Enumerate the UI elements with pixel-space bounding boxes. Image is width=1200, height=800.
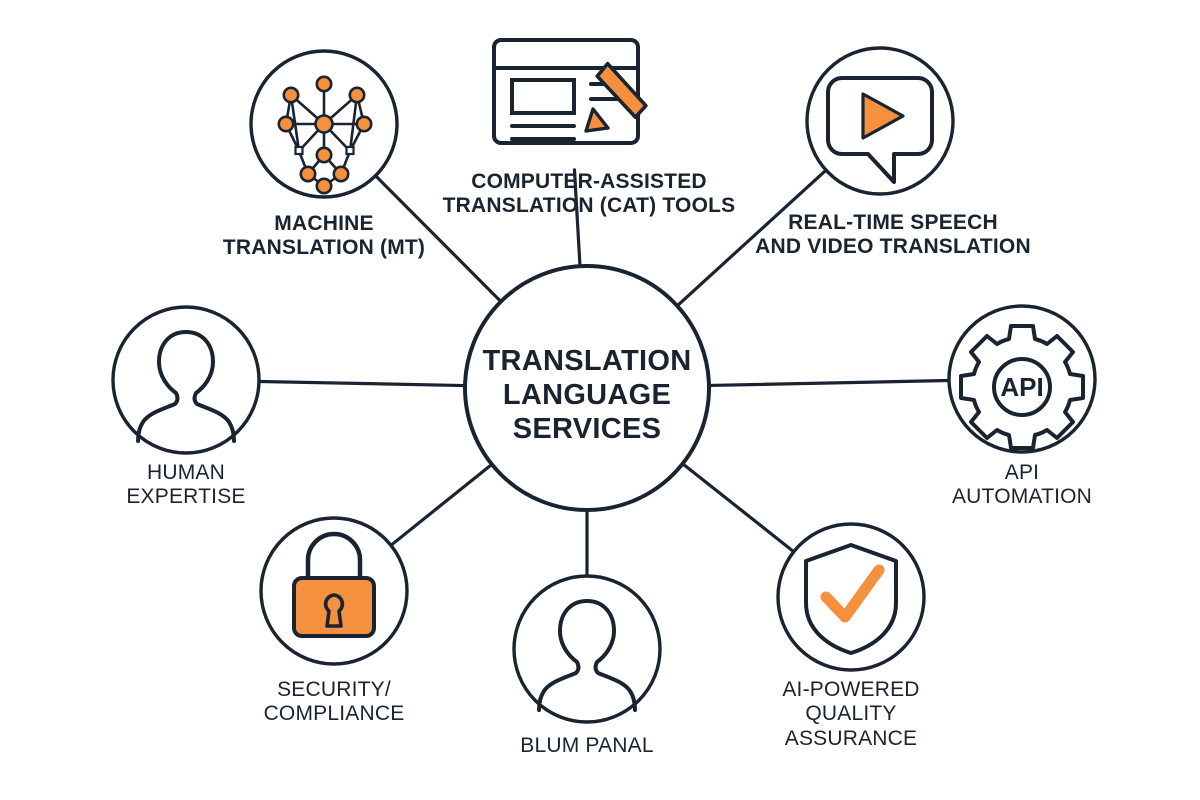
document-pencil-icon bbox=[492, 38, 648, 145]
node-circle bbox=[111, 305, 261, 455]
hub-circle bbox=[463, 264, 711, 512]
label-human-expertise: HUMAN EXPERTISE bbox=[126, 461, 246, 509]
label-blum-panal: BLUM PANAL bbox=[520, 734, 654, 757]
speech-bubble-play-icon bbox=[826, 76, 934, 184]
hub-label: TRANSLATION LANGUAGE SERVICES bbox=[482, 345, 692, 446]
neural-network-nodes bbox=[277, 75, 373, 195]
svg-text:API: API bbox=[1000, 372, 1043, 402]
neural-network-small-joints bbox=[294, 145, 355, 156]
spoke-ai-powered-quality-assurance bbox=[681, 462, 795, 553]
spoke-human-expertise bbox=[258, 379, 466, 388]
label-api-automation: API AUTOMATION bbox=[951, 461, 1093, 509]
padlock-icon bbox=[292, 531, 376, 638]
shield-check-icon bbox=[804, 543, 898, 655]
label-real-time-speech-video: REAL-TIME SPEECH AND VIDEO TRANSLATION bbox=[755, 211, 1031, 259]
label-ai-powered-quality-assurance: AI-POWERED QUALITY ASSURANCE bbox=[782, 678, 920, 750]
node-api-automation[interactable]: API bbox=[947, 304, 1097, 454]
spoke-security-compliance bbox=[390, 463, 493, 547]
spoke-api-automation bbox=[708, 378, 950, 388]
node-circle bbox=[512, 574, 662, 724]
label-security-compliance: SECURITY/ COMPLIANCE bbox=[263, 678, 405, 726]
node-human-expertise[interactable] bbox=[111, 305, 261, 455]
spoke-machine-translation bbox=[374, 174, 502, 303]
node-cat-tools[interactable] bbox=[492, 38, 648, 145]
node-machine-translation[interactable] bbox=[249, 49, 399, 199]
spoke-connectors bbox=[258, 168, 950, 577]
gear-api-icon: API bbox=[959, 324, 1085, 450]
label-cat-tools: COMPUTER-ASSISTED TRANSLATION (CAT) TOOL… bbox=[442, 170, 736, 218]
spoke-real-time-speech-video bbox=[676, 169, 827, 307]
person-icon bbox=[537, 599, 637, 712]
person-icon bbox=[136, 330, 236, 443]
node-blum-panal[interactable] bbox=[512, 574, 662, 724]
node-ai-powered-quality-assurance[interactable] bbox=[776, 522, 926, 672]
label-machine-translation: MACHINE TRANSLATION (MT) bbox=[222, 212, 426, 260]
hub-node[interactable] bbox=[463, 264, 711, 512]
neural-network-icon bbox=[284, 82, 366, 188]
spoke-cat-tools bbox=[572, 168, 582, 267]
node-real-time-speech-video[interactable] bbox=[805, 46, 955, 196]
node-security-compliance[interactable] bbox=[259, 516, 409, 666]
